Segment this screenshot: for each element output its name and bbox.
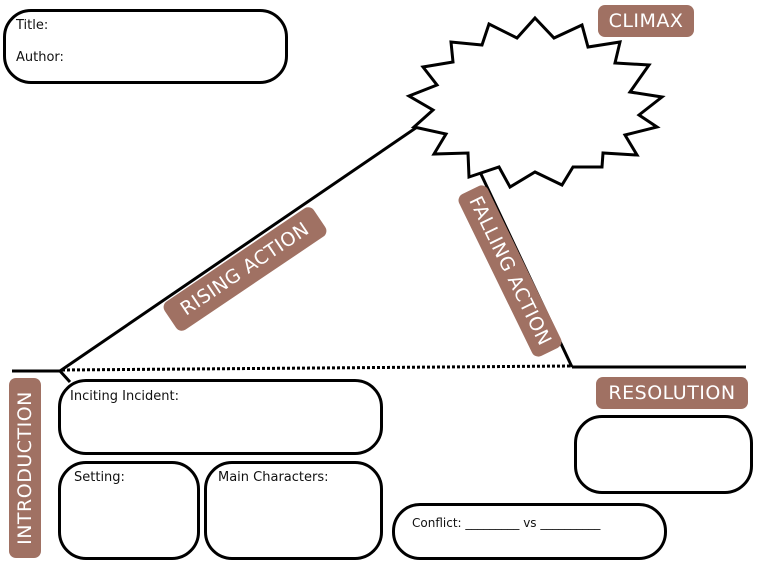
title-author-box[interactable]: Title: Author: (3, 9, 288, 84)
resolution-box[interactable] (574, 415, 753, 494)
main-characters-box[interactable]: Main Characters: (204, 461, 383, 560)
author-label: Author: (16, 50, 64, 65)
climax-starburst[interactable] (405, 15, 666, 190)
title-label: Title: (16, 18, 49, 33)
inciting-branch-line (58, 369, 72, 384)
conflict-label: Conflict: _________ vs __________ (412, 516, 601, 530)
rising-action-line (59, 121, 424, 373)
conflict-box[interactable]: Conflict: _________ vs __________ (392, 503, 667, 560)
resolution-tag: RESOLUTION (596, 377, 748, 409)
inciting-incident-box[interactable]: Inciting Incident: (58, 379, 383, 455)
main-characters-label: Main Characters: (218, 470, 329, 485)
introduction-tag: INTRODUCTION (9, 378, 41, 558)
climax-tag: CLIMAX (598, 5, 694, 37)
setting-label: Setting: (74, 470, 125, 485)
inciting-incident-label: Inciting Incident: (70, 389, 179, 404)
dotted-baseline (61, 364, 571, 372)
setting-box[interactable]: Setting: (58, 461, 200, 560)
